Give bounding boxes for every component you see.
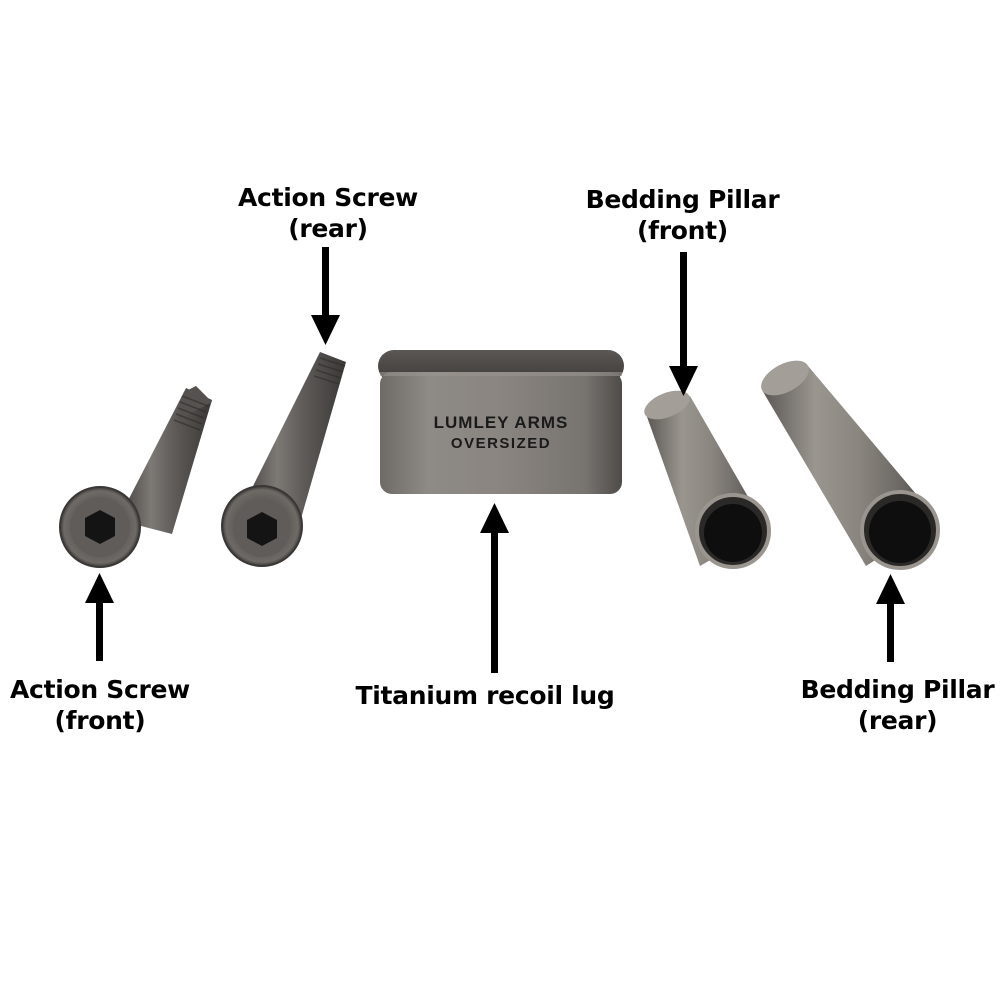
bedding-pillar-rear-image (761, 360, 940, 570)
label-action-screw-front: Action Screw (front) (10, 675, 190, 735)
action-screw-rear-image (221, 352, 346, 567)
action-screw-front-image (59, 386, 212, 568)
arrow-bedding-pillar-rear (876, 574, 905, 662)
engraving-line2: OVERSIZED (450, 435, 552, 452)
label-bedding-pillar-front: Bedding Pillar (front) (585, 185, 780, 245)
label-titanium-recoil-lug: Titanium recoil lug (355, 681, 615, 710)
arrow-action-screw-front (85, 573, 114, 661)
arrow-action-screw-rear (311, 247, 340, 345)
label-action-screw-rear: Action Screw (rear) (238, 183, 418, 243)
recoil-lug-image (378, 350, 624, 494)
recoil-lug-engraving: LUMLEY ARMS OVERSIZED (390, 412, 612, 454)
engraving-line1: LUMLEY ARMS (433, 413, 569, 432)
bedding-pillar-front-image (644, 390, 771, 569)
arrow-recoil-lug (480, 503, 509, 673)
arrow-bedding-pillar-front (669, 252, 698, 396)
label-bedding-pillar-rear: Bedding Pillar (rear) (800, 675, 995, 735)
